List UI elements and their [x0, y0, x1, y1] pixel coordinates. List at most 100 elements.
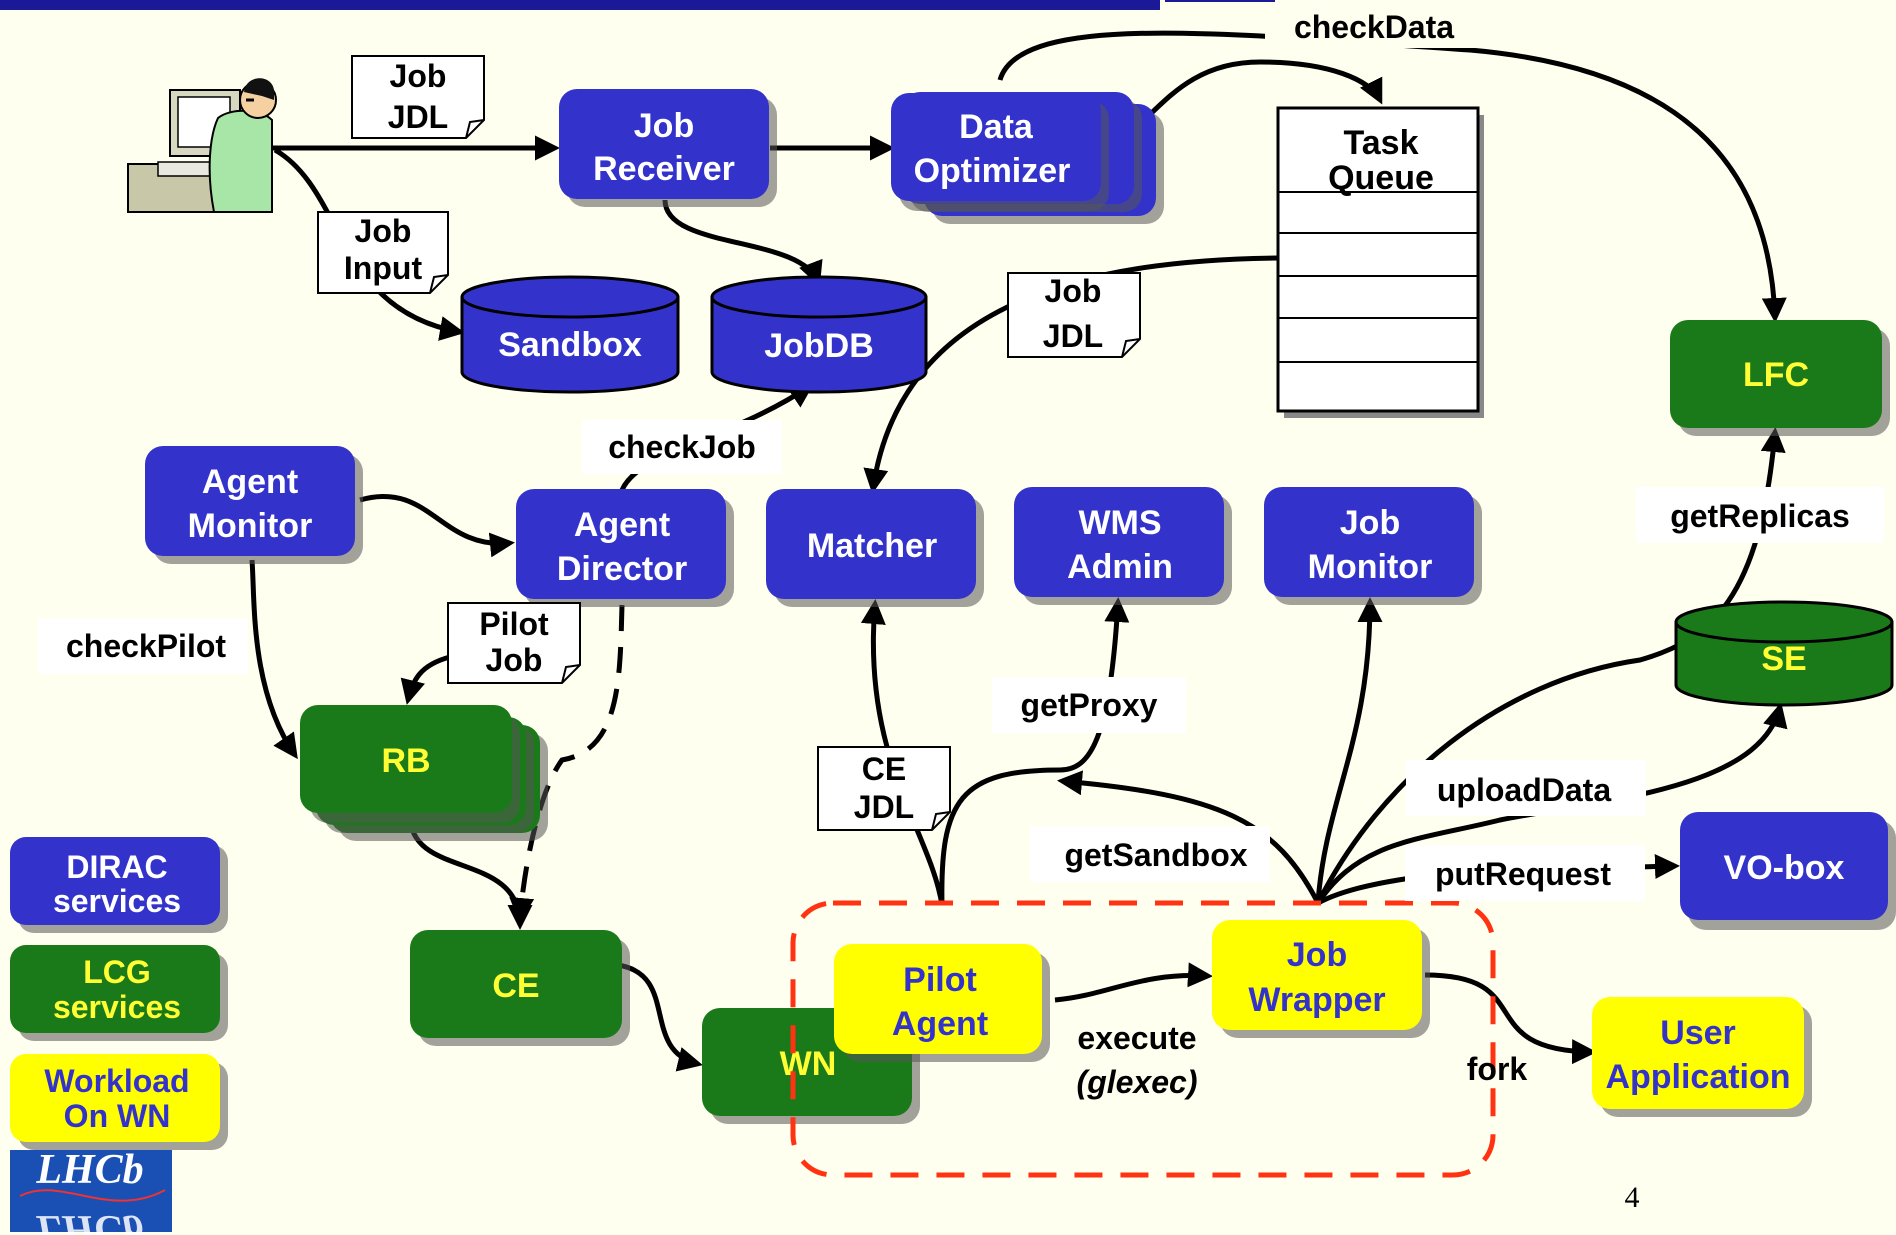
agent-director-label-1: Agent: [574, 506, 670, 544]
svg-text:uploadData: uploadData: [1437, 772, 1611, 808]
getsandbox-label: getSandbox: [1030, 826, 1270, 882]
director-to-ce-dashed-arrow: [509, 604, 625, 923]
pilot-agent[interactable]: Pilot Agent: [834, 944, 1050, 1062]
lhcb-logo: LHCb LHCb: [10, 1147, 172, 1235]
svg-text:Pilot: Pilot: [479, 606, 549, 642]
agent-monitor[interactable]: Agent Monitor: [145, 446, 363, 564]
wms-admin-label-2: Admin: [1067, 548, 1173, 586]
se-db[interactable]: SE: [1674, 600, 1894, 707]
ce-jdl-note: CE JDL: [817, 746, 951, 831]
job-wrapper-label-1: Job: [1287, 936, 1347, 974]
task-queue-label-2: Queue: [1328, 159, 1434, 197]
svg-text:LHCb: LHCb: [35, 1147, 143, 1193]
svg-text:getSandbox: getSandbox: [1064, 837, 1247, 873]
wrapper-fork-arrow: [1424, 972, 1597, 1065]
getreplicas-label: getReplicas: [1636, 487, 1884, 543]
fork-label: fork: [1467, 1051, 1528, 1087]
checkdata-label: checkData: [1265, 8, 1483, 48]
pilot-agent-label-2: Agent: [892, 1005, 988, 1043]
matcher[interactable]: Matcher: [766, 489, 984, 607]
svg-text:checkData: checkData: [1294, 9, 1454, 45]
agent-director-label-2: Director: [557, 550, 687, 588]
checkpilot-label: checkPilot: [38, 618, 248, 674]
ce-service[interactable]: CE: [410, 930, 630, 1046]
svg-text:services: services: [53, 883, 181, 919]
wrapper-getsandbox-arrow: [1057, 770, 1321, 905]
svg-text:JDL: JDL: [854, 789, 914, 825]
svg-text:Job: Job: [1045, 273, 1102, 309]
svg-text:services: services: [53, 989, 181, 1025]
lfc-label: LFC: [1743, 356, 1809, 394]
svg-text:Job: Job: [486, 642, 543, 678]
svg-text:DIRAC: DIRAC: [66, 849, 167, 885]
wrapper-to-jobmonitor-arrow: [1315, 597, 1383, 904]
checkjob-label: checkJob: [582, 420, 782, 474]
job-monitor[interactable]: Job Monitor: [1264, 487, 1482, 605]
lfc-service[interactable]: LFC: [1670, 320, 1890, 436]
uploaddata-label: uploadData: [1406, 760, 1646, 816]
glexec-label: (glexec): [1077, 1064, 1198, 1100]
svg-text:Input: Input: [344, 250, 423, 286]
wn-label: WN: [780, 1045, 837, 1083]
rb-label: RB: [381, 742, 430, 780]
pilot-job-note: Pilot Job: [447, 602, 581, 684]
ce-to-wn-arrow: [617, 962, 703, 1072]
monitor-to-director-arrow: [359, 493, 515, 558]
svg-text:Job: Job: [390, 58, 447, 94]
job-receiver-label-2: Receiver: [593, 150, 735, 188]
director-to-rb-arrow: [400, 654, 451, 705]
rb-service[interactable]: RB: [300, 705, 548, 841]
job-monitor-label-1: Job: [1340, 504, 1400, 542]
user-application-label-2: Application: [1605, 1058, 1790, 1096]
worker-node-boundary: [790, 900, 1496, 1178]
agent-monitor-label-2: Monitor: [188, 507, 313, 545]
svg-text:Job: Job: [355, 213, 412, 249]
task-queue[interactable]: Task Queue: [1276, 106, 1484, 418]
data-optimizer[interactable]: Data Optimizer: [891, 92, 1164, 224]
sandbox-label: Sandbox: [498, 326, 642, 364]
vo-box[interactable]: VO-box: [1680, 812, 1896, 930]
user-computer-icon: [127, 78, 277, 213]
wrapper-getreplicas-arrow: [1315, 427, 1786, 905]
job-receiver[interactable]: Job Receiver: [559, 89, 777, 207]
jobdb-db[interactable]: JobDB: [710, 275, 928, 394]
data-optimizer-label-1: Data: [959, 108, 1034, 146]
job-jdl-note-mid: Job JDL: [1007, 272, 1141, 358]
vo-box-label: VO-box: [1724, 849, 1845, 887]
pilot-execute-wrapper-arrow: [1054, 962, 1213, 1003]
matcher-label: Matcher: [807, 527, 937, 565]
user-application[interactable]: User Application: [1592, 997, 1812, 1117]
svg-text:JDL: JDL: [1043, 318, 1103, 354]
agent-director[interactable]: Agent Director: [516, 489, 734, 607]
svg-text:Workload: Workload: [44, 1063, 189, 1099]
svg-text:getProxy: getProxy: [1021, 687, 1158, 723]
wms-admin[interactable]: WMS Admin: [1014, 487, 1232, 605]
wrapper-uploaddata-arrow: [1315, 702, 1788, 905]
pilot-agent-label-1: Pilot: [903, 961, 977, 999]
task-queue-label-1: Task: [1344, 124, 1419, 162]
job-wrapper[interactable]: Job Wrapper: [1212, 920, 1430, 1038]
legend-dirac: DIRAC services: [10, 837, 228, 933]
jobdb-label: JobDB: [764, 327, 874, 365]
checkpilot-arrow: [249, 559, 298, 760]
execute-label: execute: [1077, 1020, 1196, 1056]
job-monitor-label-2: Monitor: [1308, 548, 1433, 586]
data-optimizer-label-2: Optimizer: [914, 152, 1071, 190]
checkdata-arrow: [997, 30, 1787, 323]
title-bar-accent: [1165, 0, 1275, 2]
getproxy-label: getProxy: [992, 677, 1186, 733]
svg-text:CE: CE: [862, 751, 906, 787]
svg-text:LHCb: LHCb: [35, 1206, 143, 1235]
svg-text:On WN: On WN: [64, 1098, 171, 1134]
job-jdl-note-top: Job JDL: [351, 55, 485, 139]
agent-monitor-label-1: Agent: [202, 463, 298, 501]
putrequest-label: putRequest: [1405, 845, 1645, 901]
page-number: 4: [1625, 1181, 1640, 1214]
job-receiver-label-1: Job: [634, 107, 694, 145]
ce-label: CE: [492, 967, 539, 1005]
svg-text:getReplicas: getReplicas: [1670, 498, 1850, 534]
sandbox-db[interactable]: Sandbox: [460, 275, 680, 394]
legend-workload: Workload On WN: [10, 1054, 228, 1150]
